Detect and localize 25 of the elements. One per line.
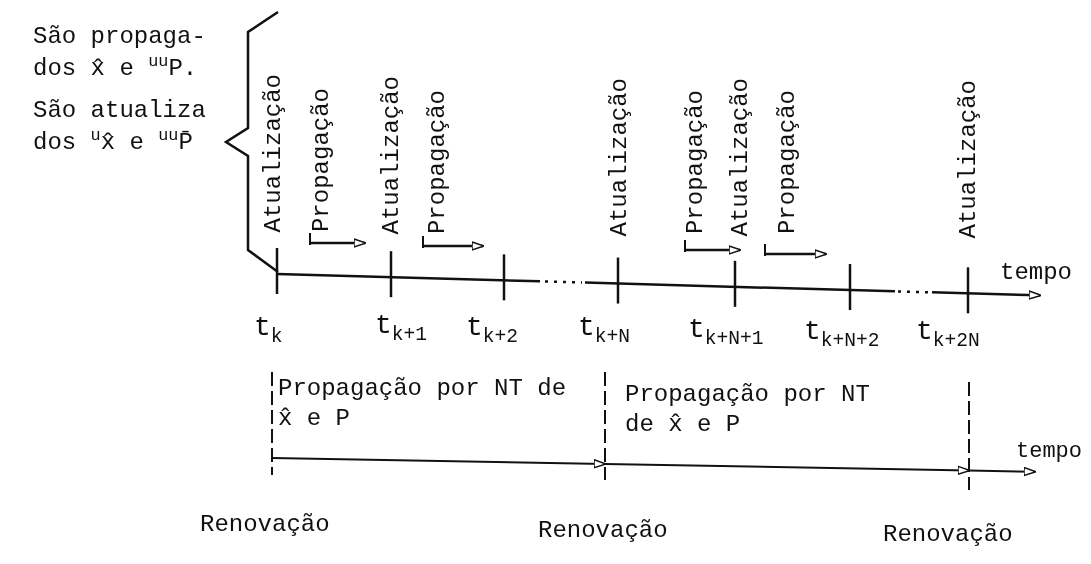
time-mark-label: t$_{k+N+2}$	[804, 315, 880, 354]
annotation-text: São propaga- dos x̂ e $^{uu}$P.	[33, 22, 207, 85]
event-label: Renovação	[200, 510, 330, 540]
time-mark-label: t$_{k+1}$	[375, 309, 428, 348]
time-mark-label: t$_{k}$	[254, 311, 283, 350]
axis-label: tempo	[1000, 258, 1072, 288]
event-label: Propagação	[310, 88, 334, 233]
event-label: Propagação	[776, 90, 800, 235]
event-label: Atualização	[608, 78, 632, 237]
event-label: Renovação	[883, 520, 1013, 550]
event-label: Atualização	[729, 78, 753, 237]
interval-text: Propagação por NT de x̂ e P	[278, 374, 568, 434]
event-label: Renovação	[538, 516, 668, 546]
time-mark-label: t$_{k+N}$	[578, 311, 631, 350]
event-label: Propagação	[684, 90, 708, 235]
event-label: Atualização	[262, 74, 286, 233]
interval-text: Propagação por NT de x̂ e P	[625, 380, 871, 440]
time-mark-label: t$_{k+2}$	[466, 311, 519, 350]
event-label: Atualização	[380, 76, 404, 235]
event-label: Atualização	[957, 80, 981, 239]
axis-label: tempo	[1016, 438, 1082, 466]
annotation-text: São atualiza dos $^{u}$x̂ e $^{uu}$P̄	[33, 96, 207, 159]
time-mark-label: t$_{k+N+1}$	[688, 313, 764, 352]
event-label: Propagação	[426, 90, 450, 235]
time-mark-label: t$_{k+2N}$	[916, 315, 980, 354]
